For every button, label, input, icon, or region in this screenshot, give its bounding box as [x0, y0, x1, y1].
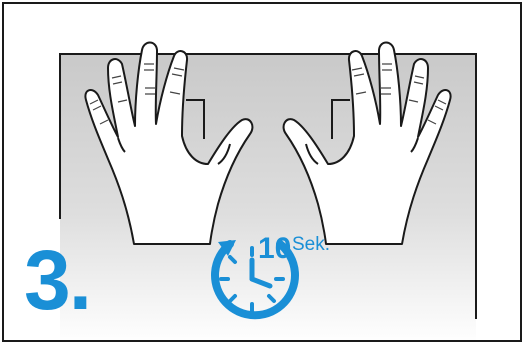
step-number: 3. — [24, 238, 90, 322]
timer-value: 10 — [258, 234, 291, 264]
timer-unit: Sek. — [292, 235, 330, 254]
